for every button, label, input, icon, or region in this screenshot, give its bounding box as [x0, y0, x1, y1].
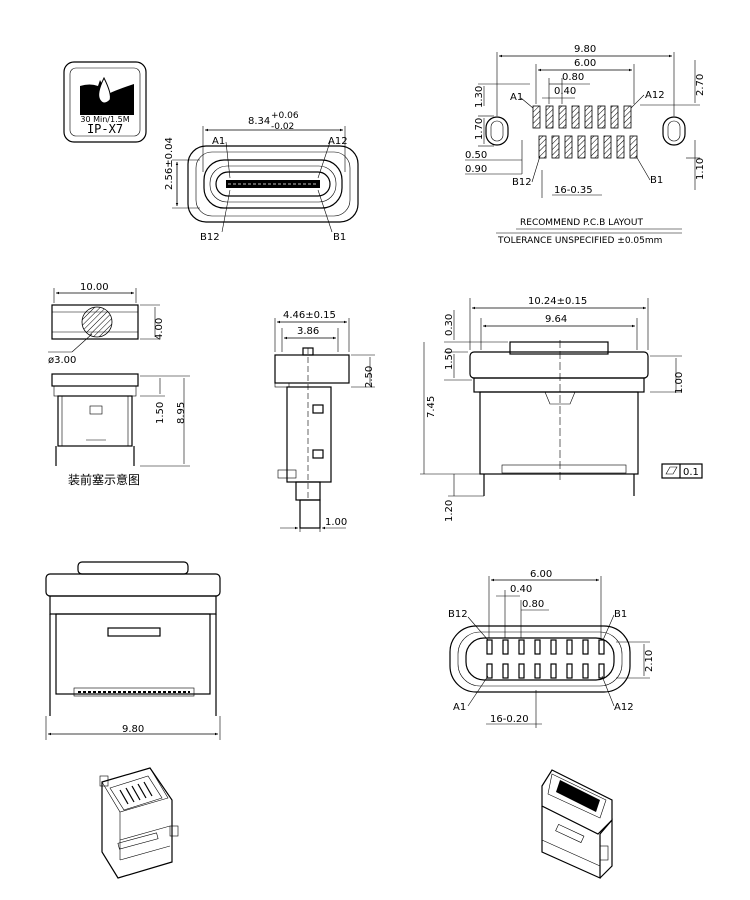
pcb-pin-a1: A1	[510, 92, 523, 103]
pin-dim-040: 0.40	[510, 584, 532, 595]
pcb-dim-600: 6.00	[574, 58, 596, 69]
body-dim-980: 9.80	[122, 724, 144, 735]
pcb-dim-980: 9.80	[574, 44, 596, 55]
plug-diameter: ø3.00	[48, 355, 76, 366]
front-width-tol-minus: -0.02	[271, 122, 294, 132]
water-drop-icon	[80, 76, 134, 115]
side-dim-100: 1.00	[325, 517, 347, 528]
side-view: 4.46±0.15 3.86 2.50 1.00	[274, 310, 375, 532]
pin-label-b12: B12	[448, 609, 468, 620]
rear-dim-100: 1.00	[674, 372, 685, 394]
rear-view: 10.24±0.15 9.64 0.30 1.50 1.00 7.45 1.20…	[420, 296, 703, 522]
pin-row-bottom	[486, 663, 605, 679]
front-pin-b1: B1	[333, 232, 346, 243]
side-dim-386: 3.86	[297, 326, 319, 337]
pcb-dim-170: 1.70	[474, 118, 485, 140]
pcb-dim-090: 0.90	[465, 164, 487, 175]
pin-view: 6.00 0.40 0.80 B12 B1 A1 A12 2.10 16-0.2…	[448, 569, 655, 728]
plug-dim-150: 1.50	[155, 402, 166, 424]
rear-dim-964: 9.64	[545, 314, 567, 325]
pcb-dim-130: 1.30	[474, 86, 485, 108]
rear-dim-030: 0.30	[444, 314, 455, 336]
pcb-dim-050: 0.50	[465, 150, 487, 161]
body-view: 9.80	[45, 561, 221, 740]
plug-dim-1000: 10.00	[80, 282, 109, 293]
plug-dim-400: 4.00	[154, 318, 165, 340]
rear-dim-745: 7.45	[426, 396, 437, 418]
flatness-tolerance-box: 0.1	[661, 463, 703, 479]
pcb-pin-a12: A12	[645, 90, 665, 101]
badge-duration: 30 Min/1.5M	[80, 115, 129, 124]
pcb-pin-b1: B1	[650, 175, 663, 186]
pin-label-b1: B1	[614, 609, 627, 620]
pcb-tolerance-note: TOLERANCE UNSPECIFIED ±0.05mm	[497, 236, 662, 246]
plug-dim-895: 8.95	[176, 402, 187, 424]
front-pin-b12: B12	[200, 232, 220, 243]
pin-dim-210: 2.10	[644, 650, 655, 672]
pcb-dim-080: 0.80	[562, 72, 584, 83]
pcb-pads-bottom	[538, 135, 638, 159]
pcb-layout-title: RECOMMEND P.C.B LAYOUT	[520, 218, 643, 228]
iso-view-right	[541, 769, 613, 879]
pin-row-top	[486, 639, 605, 655]
pcb-dim-110: 1.10	[695, 158, 706, 180]
rear-dim-1024: 10.24±0.15	[528, 296, 587, 307]
iso-left-pins	[119, 781, 153, 805]
front-width-dim: 8.34	[248, 116, 270, 127]
pin-count: 16-0.20	[490, 714, 529, 725]
side-dim-250: 2.50	[364, 366, 375, 388]
pin-label-a1: A1	[453, 702, 466, 713]
front-view: 8.34 +0.06 -0.02 2.56±0.04 A1 A12 B12 B1	[164, 111, 359, 243]
side-dim-446: 4.46±0.15	[283, 310, 336, 321]
ipx7-badge: 30 Min/1.5M IP-X7	[63, 61, 147, 143]
pcb-dim-270: 2.70	[695, 74, 706, 96]
badge-rating: IP-X7	[87, 122, 123, 136]
rear-dim-120: 1.20	[444, 500, 455, 522]
plug-view: 10.00 4.00 ø3.00 1.50 8.95 装前塞示意图	[48, 282, 190, 487]
front-width-tol-plus: +0.06	[271, 111, 299, 121]
flatness-value: 0.1	[683, 467, 699, 478]
pin-dim-600: 6.00	[530, 569, 552, 580]
pcb-layout: 9.80 6.00 0.80 0.40 A1 A12 B12 B1 16-0.3…	[465, 44, 706, 246]
rear-dim-150: 1.50	[444, 348, 455, 370]
front-height-dim: 2.56±0.04	[164, 137, 175, 190]
iso-view-left	[99, 767, 179, 879]
pcb-pin-count: 16-0.35	[554, 185, 593, 196]
front-pin-a12: A12	[328, 136, 348, 147]
front-pin-a1: A1	[212, 136, 225, 147]
pin-label-a12: A12	[614, 702, 634, 713]
pcb-dim-040: 0.40	[554, 86, 576, 97]
pcb-pin-b12: B12	[512, 177, 532, 188]
pin-dim-080: 0.80	[522, 599, 544, 610]
pcb-pads-top	[532, 105, 632, 129]
plug-caption: 装前塞示意图	[68, 472, 140, 487]
